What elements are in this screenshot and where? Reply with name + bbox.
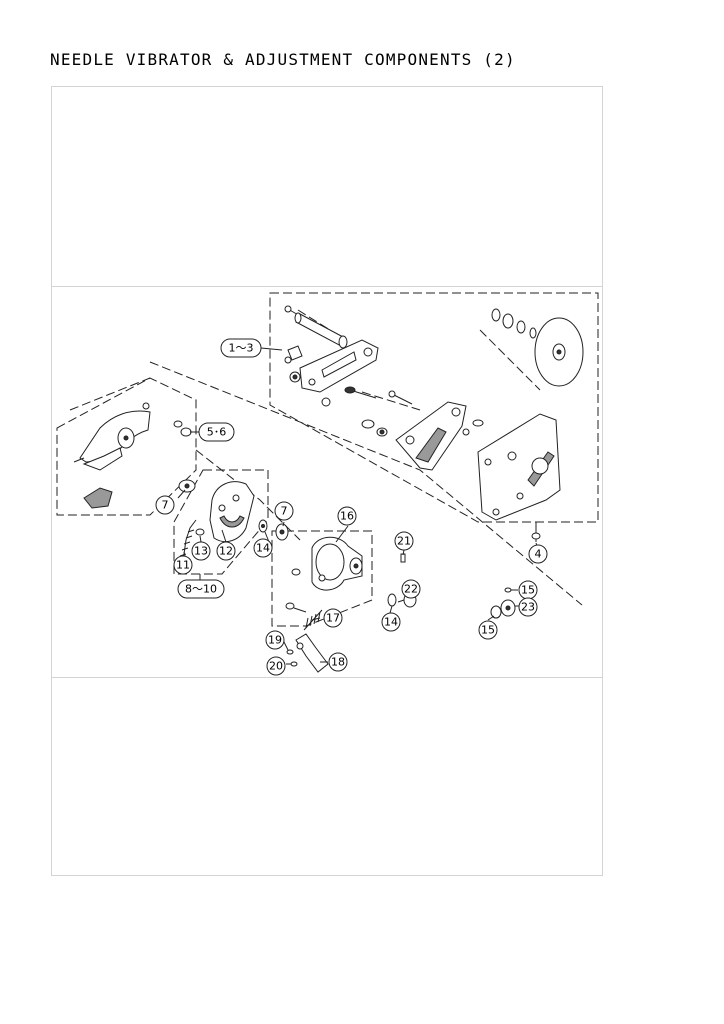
diagram-frame [51,86,603,876]
part-7-washer-right [275,523,289,541]
callout-4-label: 4 [535,548,542,561]
callout-19-label: 19 [268,634,282,647]
callout-14-right: 14 [381,612,401,632]
part-7-washer-left [178,479,196,493]
callout-23: 23 [518,597,538,617]
callout-8-10-label: 8～10 [185,583,217,596]
callout-17-label: 17 [326,612,340,625]
vibrator-arm-part [284,339,379,407]
part-15-23-nut [490,587,516,619]
callout-16-label: 16 [340,510,354,523]
link-line-long [149,361,583,606]
frame-divider-top [52,286,602,287]
callout-22: 22 [401,579,421,599]
side-plate-part [477,413,561,521]
callout-17: 17 [323,608,343,628]
part-14-washer-right [387,593,397,607]
callout-5-6: 5･6 [198,422,235,442]
link-line-bracket [361,391,421,411]
callout-15-top: 15 [518,580,538,600]
callout-7-left: 7 [155,495,175,515]
callout-21: 21 [394,531,414,551]
part-4-screw [531,522,541,542]
part-18-lever [295,633,329,673]
left-mounting-plate-part [73,402,151,471]
frame-divider-bottom [52,677,602,678]
callout-5-6-label: 5･6 [207,426,227,439]
callout-23-label: 23 [521,601,535,614]
callout-1-3: 1～3 [220,338,262,358]
bracket-screw-part [361,419,484,437]
arm-pin-part [344,386,377,399]
callout-22-label: 22 [404,583,418,596]
callout-14-left-label: 14 [256,542,270,555]
link-line-left [69,377,151,411]
bracket-part [388,390,470,471]
callout-13-label: 13 [194,545,208,558]
page-title: NEEDLE VIBRATOR & ADJUSTMENT COMPONENTS … [50,50,516,69]
callout-8-10: 8～10 [177,579,225,599]
part-14-washer-left [258,519,268,533]
part-13-screw [195,528,205,536]
crank-shaft-part [284,305,348,349]
callout-18-label: 18 [331,656,345,669]
callout-19: 19 [265,630,285,650]
cam-screws-part [285,568,307,613]
right-disk-part [534,317,584,387]
callout-13: 13 [191,541,211,561]
callout-11-label: 11 [176,559,190,572]
callout-16: 16 [337,506,357,526]
callout-15-bottom-label: 15 [481,624,495,637]
callout-15-bottom: 15 [478,620,498,640]
callout-7-right-label: 7 [281,505,288,518]
right-washer-stack-part [491,308,537,339]
callout-15-top-label: 15 [521,584,535,597]
part-21-pin [400,553,406,563]
callout-1-3-label: 1～3 [229,342,254,355]
callout-12: 12 [216,541,236,561]
part-16-cam [311,536,363,591]
callout-14-right-label: 14 [384,616,398,629]
cam-assembly-boundary [271,530,373,627]
callout-7-left-label: 7 [162,499,169,512]
callout-11: 11 [173,555,193,575]
callout-14-left: 14 [253,538,273,558]
callout-20-label: 20 [269,660,283,673]
callout-21-label: 21 [397,535,411,548]
adjuster-plate-assembly-boundary [173,469,269,575]
callout-4: 4 [528,544,548,564]
left-block-part [83,487,113,509]
callout-7-right: 7 [274,501,294,521]
upper-assembly-boundary [269,292,599,523]
callout-18: 18 [328,652,348,672]
link-line-right [479,329,541,391]
callout-20: 20 [266,656,286,676]
callout-12-label: 12 [219,545,233,558]
leader-lines [177,347,538,665]
adjuster-plate-part [209,481,255,543]
